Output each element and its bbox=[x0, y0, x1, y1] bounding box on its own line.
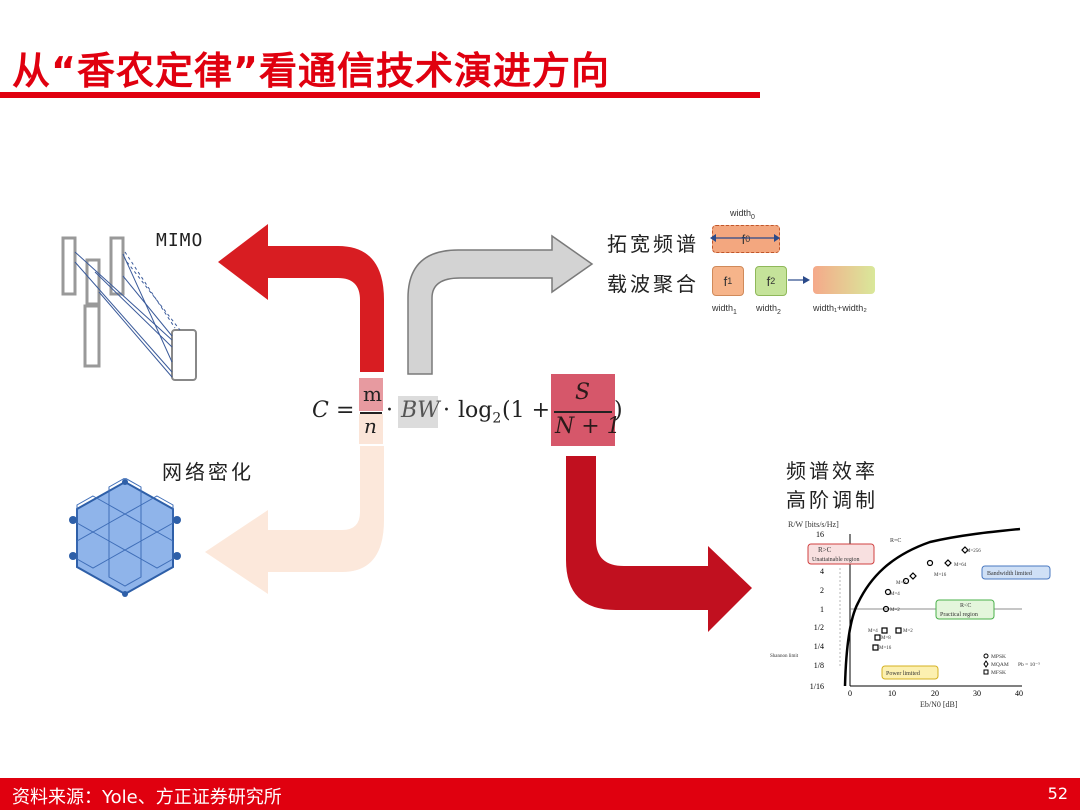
antenna-1 bbox=[61, 236, 77, 296]
ann-pb: Pb = 10⁻⁵ bbox=[1018, 662, 1040, 668]
ytick-16: 16 bbox=[816, 530, 824, 539]
aggregated-block bbox=[813, 266, 875, 294]
formula-bw: BW bbox=[401, 398, 440, 423]
xtick-0: 0 bbox=[848, 689, 852, 698]
xtick-40: 40 bbox=[1015, 689, 1023, 698]
formula-dot1: · bbox=[386, 398, 393, 423]
label-widen-spectrum: 拓宽频谱 bbox=[607, 232, 699, 256]
ann-bandwidth-limited: Bandwidth limited bbox=[987, 571, 1032, 577]
width1-label: width1 bbox=[712, 303, 737, 316]
formula-n: n bbox=[364, 414, 377, 438]
width0-label: width0 bbox=[730, 208, 755, 221]
antenna-4 bbox=[83, 304, 101, 368]
label-mimo: MIMO bbox=[156, 230, 204, 251]
ytick-4: 4 bbox=[820, 567, 824, 576]
ann-m16a: M=16 bbox=[934, 573, 947, 578]
ytick-1-16: 1/16 bbox=[810, 682, 824, 691]
ann-m4b: M=4 bbox=[868, 629, 878, 634]
label-network-densify: 网络密化 bbox=[162, 460, 254, 484]
shannon-curve bbox=[843, 527, 1021, 687]
ann-shannon-limit: Shannon limit bbox=[770, 654, 799, 659]
shannon-formula: C = m n · BW · log2 (1 + S N + 1 ) bbox=[312, 374, 632, 448]
arrow-to-densify bbox=[205, 446, 384, 594]
label-carrier-aggregation: 载波聚合 bbox=[607, 272, 699, 296]
plot-ylabel: R/W [bits/s/Hz] bbox=[788, 520, 839, 529]
page-number: 52 bbox=[1047, 784, 1068, 803]
ytick-1-8: 1/8 bbox=[814, 661, 824, 670]
ann-power-limited: Power limited bbox=[886, 671, 920, 677]
phone bbox=[171, 329, 197, 381]
formula-c: C bbox=[312, 398, 329, 423]
ann-r-eq-c: R=C bbox=[890, 538, 901, 544]
ann-m256: M=256 bbox=[966, 549, 981, 554]
f0-width-arrow bbox=[710, 234, 780, 242]
m-highlight bbox=[359, 378, 383, 411]
ytick-1-2: 1/2 bbox=[814, 623, 824, 632]
ann-unattainable: Unattainable region bbox=[812, 557, 859, 563]
ytick-1: 1 bbox=[820, 605, 824, 614]
width-sum-label: width₁+width₂ bbox=[813, 303, 867, 313]
formula-dot2: · bbox=[443, 398, 450, 423]
ann-m16b: M=16 bbox=[879, 646, 892, 651]
label-spectral-efficiency: 频谱效率 bbox=[786, 459, 878, 483]
snr-highlight bbox=[551, 374, 615, 446]
legend-mpsk: MPSK bbox=[991, 654, 1006, 660]
page-title: 从“香农定律”看通信技术演进方向 bbox=[12, 49, 610, 93]
ann-r-lt-c: R<C bbox=[960, 603, 971, 609]
formula-eq: = bbox=[336, 398, 355, 423]
ann-m8: M=8 bbox=[896, 581, 906, 586]
aggregate-arrow bbox=[788, 276, 810, 284]
footer-bar: 资料来源：Yole、方正证券研究所 52 bbox=[0, 778, 1080, 810]
arrow-to-mimo bbox=[218, 224, 384, 372]
formula-s: S bbox=[575, 380, 591, 405]
fraction-bar-mn bbox=[360, 412, 382, 414]
xtick-10: 10 bbox=[888, 689, 896, 698]
ann-r-gt-c: R>C bbox=[818, 546, 832, 554]
ann-m64: M=64 bbox=[954, 563, 967, 568]
label-high-order-modulation: 高阶调制 bbox=[786, 488, 878, 512]
arrow-to-modulation bbox=[566, 456, 752, 632]
hexagon-cell-grid bbox=[69, 478, 181, 597]
plot-xlabel: Eb/N0 [dB] bbox=[920, 700, 958, 708]
formula-m: m bbox=[363, 382, 382, 406]
mimo-illustration bbox=[61, 236, 197, 381]
width2-label: width2 bbox=[756, 303, 781, 316]
formula-open: (1 + bbox=[502, 398, 551, 423]
ann-m2b: M=2 bbox=[903, 629, 913, 634]
bw-highlight bbox=[398, 396, 438, 428]
ann-practical: Practical region bbox=[940, 612, 978, 618]
formula-n-plus-1: N + 1 bbox=[555, 414, 621, 439]
antenna-3 bbox=[85, 258, 101, 306]
ann-m2: M=2 bbox=[890, 608, 900, 613]
ann-m8b: M=8 bbox=[881, 636, 891, 641]
legend-mqam: MQAM bbox=[991, 662, 1009, 668]
arrow-to-spectrum bbox=[407, 234, 594, 375]
formula-close: ) bbox=[614, 398, 623, 423]
xtick-30: 30 bbox=[973, 689, 981, 698]
antenna-2 bbox=[109, 236, 125, 296]
fraction-bar-snr bbox=[554, 411, 612, 413]
n-highlight bbox=[359, 414, 383, 444]
footer-source: 资料来源：Yole、方正证券研究所 bbox=[12, 787, 282, 808]
title-underline bbox=[0, 92, 760, 98]
ann-m4a: M=4 bbox=[890, 592, 900, 597]
ytick-1-4: 1/4 bbox=[814, 642, 824, 651]
legend-mfsk: MFSK bbox=[991, 670, 1006, 676]
xtick-20: 20 bbox=[931, 689, 939, 698]
modulation-plot: R/W [bits/s/Hz] 16 8 4 2 1 1/2 1/4 1/8 1… bbox=[770, 520, 1051, 708]
ytick-2: 2 bbox=[820, 586, 824, 595]
formula-log: log2 bbox=[458, 398, 502, 427]
